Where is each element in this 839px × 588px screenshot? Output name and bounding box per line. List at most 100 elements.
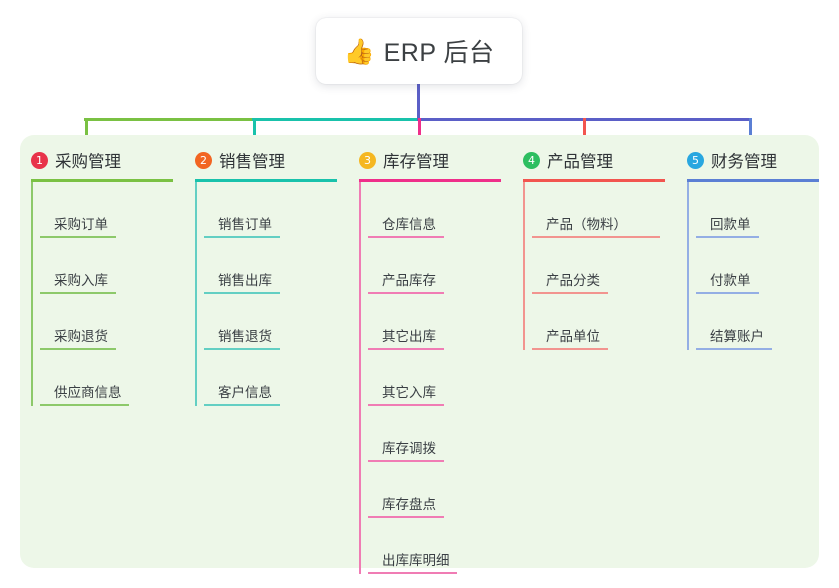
branch-item-rule bbox=[696, 236, 759, 238]
branch-title-1: 采购管理 bbox=[55, 153, 121, 171]
branch-item-label: 销售退货 bbox=[218, 329, 272, 344]
branch-number-badge-3: 3 bbox=[359, 151, 376, 169]
branch-drop-connector-3 bbox=[418, 118, 421, 150]
branch-item-rule bbox=[368, 404, 444, 406]
branch-item[interactable]: 其它入库 bbox=[368, 350, 510, 406]
branch-spine-4 bbox=[523, 182, 525, 350]
bus-segment-teal bbox=[252, 118, 419, 121]
branch-item-rule bbox=[204, 236, 280, 238]
branch-item[interactable]: 结算账户 bbox=[696, 294, 828, 350]
branch-header-3[interactable]: 3 库存管理 bbox=[350, 147, 510, 173]
branch-header-4[interactable]: 4 产品管理 bbox=[514, 147, 674, 173]
thumbs-up-icon: 👍 bbox=[343, 36, 375, 66]
branch-item-label: 产品单位 bbox=[546, 329, 600, 344]
branch-item-rule bbox=[532, 348, 608, 350]
branches-panel: 1 采购管理采购订单采购入库采购退货供应商信息 2 销售管理销售订单销售出库销售退货客… bbox=[20, 135, 819, 574]
branch-item-label: 其它入库 bbox=[382, 385, 436, 400]
branch-item-label: 销售出库 bbox=[218, 273, 272, 288]
branch-item-label: 产品（物料） bbox=[546, 217, 627, 232]
branch-item-rule bbox=[368, 292, 444, 294]
branch-item-label: 采购订单 bbox=[54, 217, 108, 232]
root-node-title: ERP 后台 bbox=[383, 39, 495, 67]
branch-items-5: 回款单付款单结算账户 bbox=[678, 182, 828, 350]
branch-item-label: 采购入库 bbox=[54, 273, 108, 288]
branch-number-badge-5: 5 bbox=[687, 151, 704, 169]
branch-item-label: 出库库明细 bbox=[382, 553, 450, 568]
branch-underline-3 bbox=[359, 179, 501, 182]
branch-item-label: 回款单 bbox=[710, 217, 751, 232]
branch-number-badge-2: 2 bbox=[195, 151, 212, 169]
branch-item-rule bbox=[40, 348, 116, 350]
branch-spine-2 bbox=[195, 182, 197, 406]
branch-item-rule bbox=[532, 236, 660, 238]
branch-spine-5 bbox=[687, 182, 689, 350]
branch-header-5[interactable]: 5 财务管理 bbox=[678, 147, 828, 173]
branch-item-label: 库存调拨 bbox=[382, 441, 436, 456]
branch-items-4: 产品（物料） 产品分类产品单位 bbox=[514, 182, 674, 350]
branch-drop-connector-5 bbox=[749, 118, 752, 150]
branch-header-2[interactable]: 2 销售管理 bbox=[186, 147, 346, 173]
branch-spine-3 bbox=[359, 182, 361, 574]
branch-item[interactable]: 出库库明细 bbox=[368, 518, 510, 574]
branch-number-badge-4: 4 bbox=[523, 151, 540, 169]
branch-spine-1 bbox=[31, 182, 33, 406]
branch-item-rule bbox=[368, 236, 444, 238]
branch-item-rule bbox=[40, 236, 116, 238]
branch-column-4: 4 产品管理产品（物料） 产品分类产品单位 bbox=[514, 147, 674, 350]
branch-item-label: 付款单 bbox=[710, 273, 751, 288]
branch-item[interactable]: 销售出库 bbox=[204, 238, 346, 294]
branch-item[interactable]: 采购入库 bbox=[40, 238, 182, 294]
branch-item-label: 产品分类 bbox=[546, 273, 600, 288]
branch-title-4: 产品管理 bbox=[547, 153, 613, 171]
branch-item[interactable]: 产品（物料） bbox=[532, 182, 674, 238]
branch-item-label: 库存盘点 bbox=[382, 497, 436, 512]
branch-item-rule bbox=[204, 292, 280, 294]
branch-drop-connector-1 bbox=[85, 118, 88, 150]
branch-item-label: 产品库存 bbox=[382, 273, 436, 288]
branch-title-2: 销售管理 bbox=[219, 153, 285, 171]
branch-item[interactable]: 库存调拨 bbox=[368, 406, 510, 462]
branch-item[interactable]: 采购退货 bbox=[40, 294, 182, 350]
branch-item-label: 销售订单 bbox=[218, 217, 272, 232]
branch-header-1[interactable]: 1 采购管理 bbox=[22, 147, 182, 173]
branch-items-3: 仓库信息产品库存其它出库其它入库库存调拨库存盘点出库库明细 bbox=[350, 182, 510, 574]
branch-drop-connector-2 bbox=[253, 118, 256, 150]
branch-item[interactable]: 产品库存 bbox=[368, 238, 510, 294]
root-node-card[interactable]: 👍 ERP 后台 bbox=[316, 18, 522, 84]
branch-item[interactable]: 采购订单 bbox=[40, 182, 182, 238]
branch-item-rule bbox=[204, 404, 280, 406]
branch-item-rule bbox=[368, 572, 457, 574]
branch-item[interactable]: 付款单 bbox=[696, 238, 828, 294]
branch-item[interactable]: 库存盘点 bbox=[368, 462, 510, 518]
branch-drop-connector-4 bbox=[583, 118, 586, 150]
bus-segment-green bbox=[84, 118, 254, 121]
branch-item[interactable]: 客户信息 bbox=[204, 350, 346, 406]
branch-column-3: 3 库存管理仓库信息产品库存其它出库其它入库库存调拨库存盘点出库库明细 bbox=[350, 147, 510, 574]
branch-item-rule bbox=[368, 348, 444, 350]
trunk-connector bbox=[417, 84, 420, 121]
branch-title-3: 库存管理 bbox=[383, 153, 449, 171]
branch-item[interactable]: 产品单位 bbox=[532, 294, 674, 350]
branch-item-label: 其它出库 bbox=[382, 329, 436, 344]
branch-item[interactable]: 供应商信息 bbox=[40, 350, 182, 406]
branch-item-label: 供应商信息 bbox=[54, 385, 122, 400]
branch-item-label: 采购退货 bbox=[54, 329, 108, 344]
branch-item[interactable]: 仓库信息 bbox=[368, 182, 510, 238]
branch-item-label: 仓库信息 bbox=[382, 217, 436, 232]
branch-item[interactable]: 产品分类 bbox=[532, 238, 674, 294]
branch-items-2: 销售订单销售出库销售退货客户信息 bbox=[186, 182, 346, 406]
branch-column-5: 5 财务管理回款单付款单结算账户 bbox=[678, 147, 828, 350]
branch-item-rule bbox=[204, 348, 280, 350]
branch-item[interactable]: 销售退货 bbox=[204, 294, 346, 350]
branch-item-label: 结算账户 bbox=[710, 329, 764, 344]
branch-number-badge-1: 1 bbox=[31, 151, 48, 169]
branch-underline-5 bbox=[687, 179, 819, 182]
branch-title-5: 财务管理 bbox=[711, 153, 777, 171]
branch-item[interactable]: 其它出库 bbox=[368, 294, 510, 350]
branch-item-rule bbox=[532, 292, 608, 294]
branch-underline-1 bbox=[31, 179, 173, 182]
branch-item-rule bbox=[368, 460, 444, 462]
branch-item[interactable]: 回款单 bbox=[696, 182, 828, 238]
branch-item-label: 客户信息 bbox=[218, 385, 272, 400]
branch-item[interactable]: 销售订单 bbox=[204, 182, 346, 238]
